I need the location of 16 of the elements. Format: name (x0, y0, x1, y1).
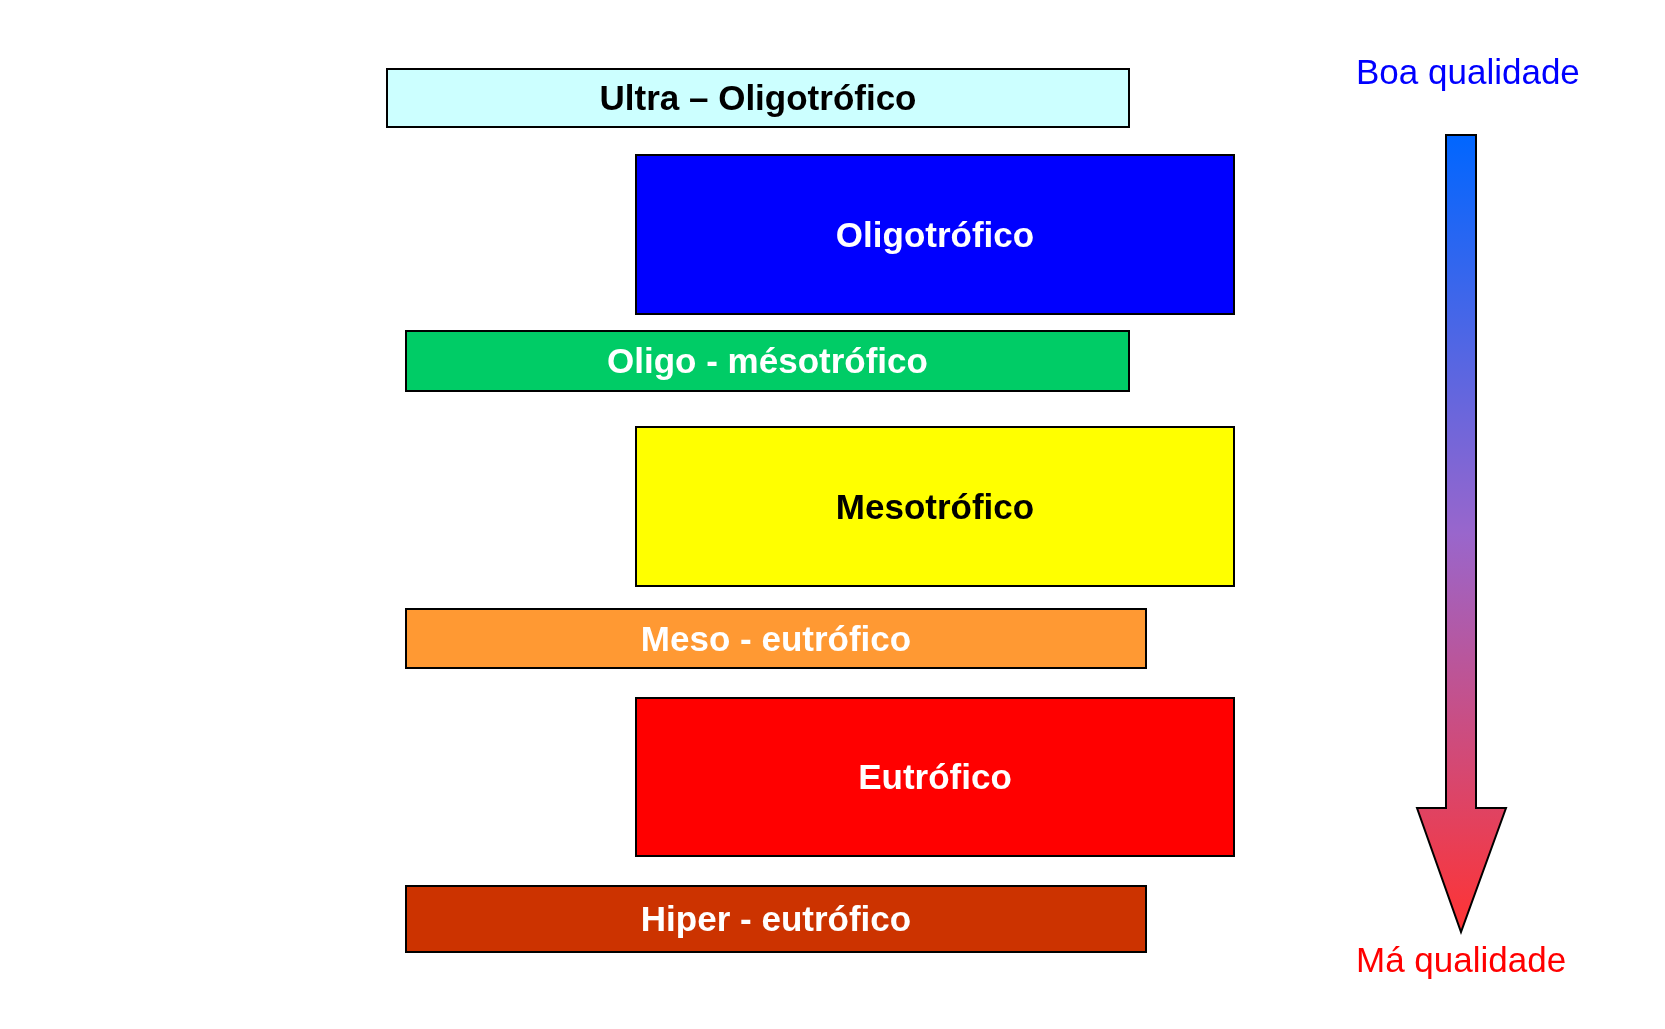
trophic-band (635, 697, 1235, 857)
band-label: Hiper - eutrófico (640, 899, 912, 939)
band-label: Eutrófico (858, 757, 1012, 797)
band-label: Oligotrófico (835, 214, 1035, 255)
trophic-band (386, 68, 1130, 128)
band-label: Ultra – Oligotrófico (599, 78, 917, 118)
trophic-band (405, 330, 1130, 392)
quality-label: Boa qualidade (1356, 52, 1580, 92)
trophic-band (635, 426, 1235, 587)
band-label: Oligo - mésotrófico (607, 341, 928, 381)
trophic-band (405, 608, 1147, 669)
trophic-band (405, 885, 1147, 953)
band-label: Meso - eutrófico (640, 618, 912, 659)
quality-label: Má qualidade (1356, 940, 1567, 980)
trophic-band (635, 154, 1235, 315)
band-label: Mesotrófico (835, 486, 1035, 527)
